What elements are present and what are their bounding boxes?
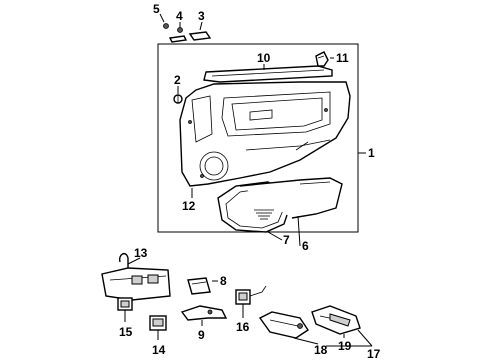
- retainer: [168, 27, 188, 43]
- lock-switch: [235, 285, 267, 305]
- mirror-switch: [117, 297, 133, 311]
- callout-19: 19: [338, 339, 352, 353]
- window-switch: [149, 315, 167, 331]
- leader-7: [267, 231, 283, 241]
- callout-18: 18: [314, 343, 328, 357]
- callout-16: 16: [236, 320, 250, 334]
- callout-17: 17: [367, 347, 381, 360]
- leader-13: [127, 257, 141, 265]
- callout-12: 12: [182, 199, 196, 213]
- armrest: [239, 177, 343, 219]
- callout-8: 8: [220, 274, 227, 288]
- leader-6: [297, 215, 301, 247]
- callout-5: 5: [153, 2, 160, 16]
- switch-bracket: [101, 252, 171, 301]
- callout-10: 10: [257, 51, 271, 65]
- trim-clip: [315, 51, 329, 67]
- cup-bezel: [187, 277, 211, 295]
- callout-6: 6: [302, 239, 309, 253]
- leader-17: [326, 329, 373, 347]
- callout-7: 7: [283, 233, 290, 247]
- callout-11: 11: [336, 51, 349, 65]
- callout-4: 4: [176, 9, 183, 23]
- fastener: [173, 94, 183, 104]
- door-trim-panel: [179, 81, 351, 187]
- callout-13: 13: [134, 246, 148, 260]
- small-clip: [188, 31, 212, 41]
- callout-2: 2: [174, 73, 181, 87]
- callout-14: 14: [152, 343, 166, 357]
- pull-cup: [258, 311, 309, 339]
- molding-strip: [203, 65, 333, 83]
- callout-1: 1: [368, 146, 375, 160]
- inside-handle: [311, 305, 361, 335]
- leader-3: [199, 21, 203, 31]
- callout-15: 15: [119, 325, 133, 339]
- leader-18: [293, 337, 319, 345]
- screw: [163, 23, 169, 29]
- door-handle: [180, 305, 228, 321]
- callout-3: 3: [198, 9, 205, 23]
- leader-5: [159, 13, 165, 23]
- callout-9: 9: [198, 328, 205, 342]
